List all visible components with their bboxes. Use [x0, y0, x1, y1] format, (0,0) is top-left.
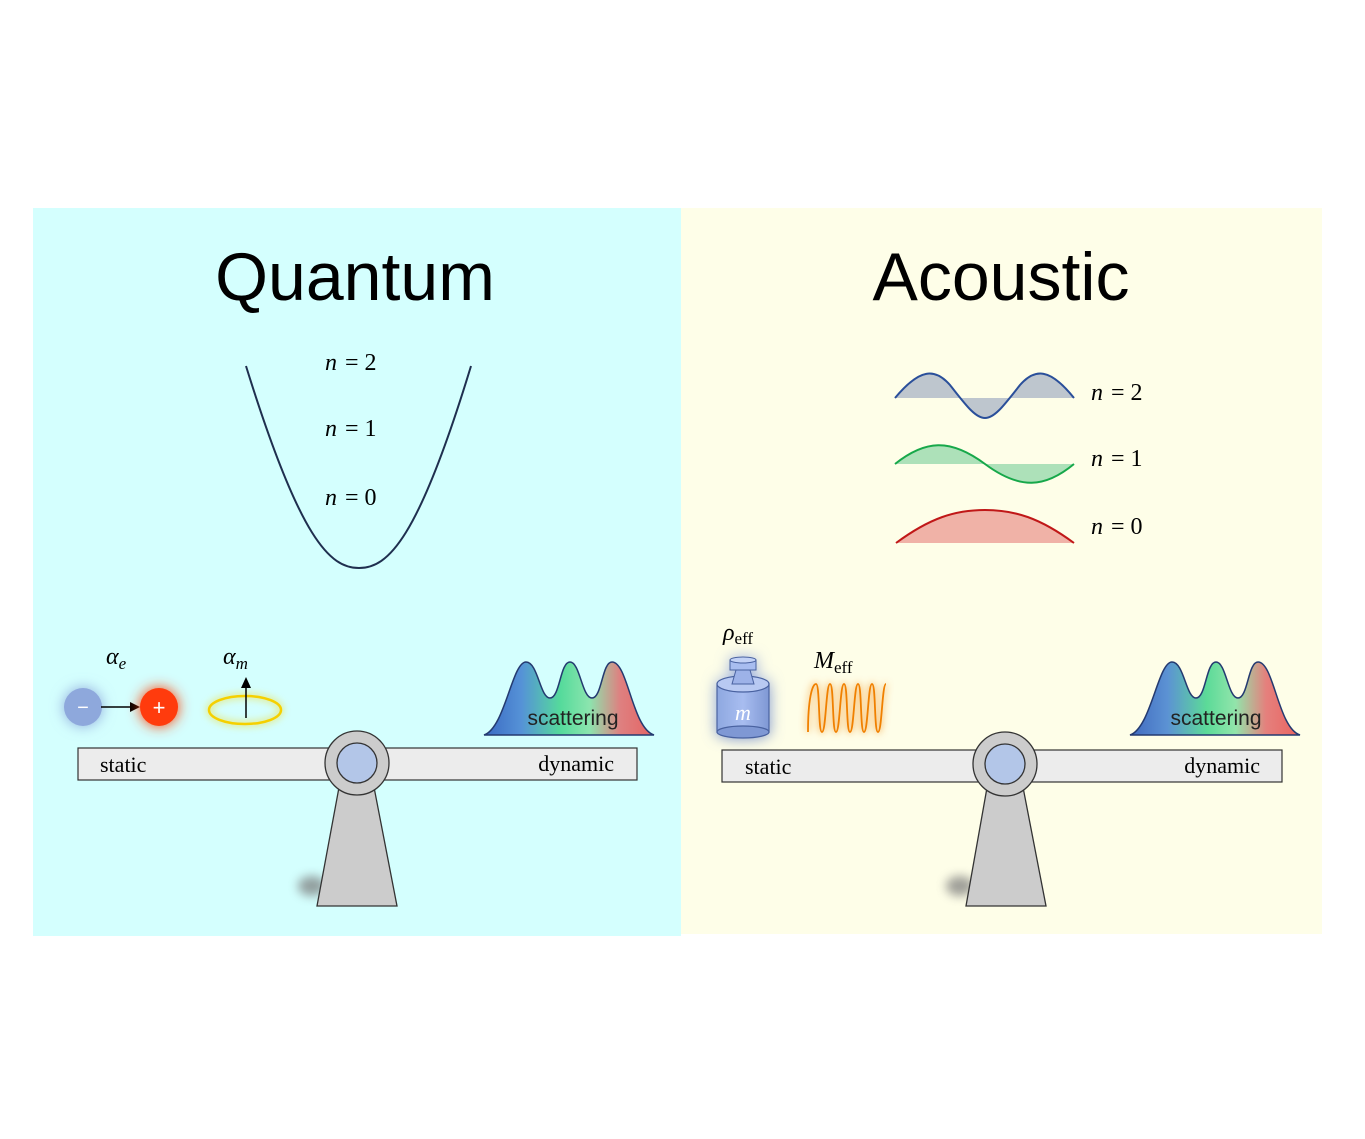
minus-sign: − — [77, 697, 89, 719]
spring-modulus-icon — [807, 683, 887, 733]
alpha-m-label: αm — [223, 644, 248, 673]
negative-charge — [64, 688, 102, 726]
balance-pivot-center — [336, 742, 378, 784]
mode-n0-curve — [895, 508, 1075, 544]
mode-n1-curve — [894, 444, 1075, 484]
scattering-peaks — [483, 661, 655, 736]
alpha-e-label: αe — [106, 644, 127, 673]
dipole-arrow-head — [130, 702, 140, 712]
acoustic-title: Acoustic — [873, 239, 1130, 315]
mode-label-n2: n= 2 — [1091, 380, 1143, 406]
magnetic-moment-arrow-head — [241, 677, 251, 688]
level-label-n2: n= 2 — [325, 350, 377, 376]
scattering-label: scattering — [1170, 707, 1261, 730]
mass-weight-icon — [716, 656, 770, 739]
stand-shadow — [298, 876, 326, 896]
dynamic-label: dynamic — [1184, 753, 1260, 778]
mode-label-n0: n= 0 — [1091, 514, 1143, 540]
level-label-n0: n= 0 — [325, 485, 377, 511]
m-eff-label: Meff — [813, 648, 853, 677]
mass-label: m — [735, 700, 751, 725]
static-label: static — [100, 752, 147, 777]
level-label-n1: n= 1 — [325, 416, 377, 442]
mode-label-n1: n= 1 — [1091, 446, 1143, 472]
mode-n2-fill — [895, 373, 1074, 418]
dynamic-label: dynamic — [538, 751, 614, 776]
static-label: static — [745, 754, 792, 779]
energy-levels — [255, 384, 462, 520]
balance-pivot-center — [984, 743, 1026, 785]
positive-charge — [140, 688, 178, 726]
scattering-label: scattering — [527, 707, 618, 730]
mode-n2-curve — [894, 372, 1075, 420]
quantum-title: Quantum — [215, 239, 495, 315]
rho-eff-label: ρeff — [722, 620, 753, 648]
stand-shadow — [946, 876, 974, 896]
potential-well-curve — [245, 365, 472, 570]
scattering-peaks — [1129, 661, 1301, 736]
plus-sign: + — [153, 695, 166, 720]
magnetic-current-loop — [207, 694, 283, 726]
